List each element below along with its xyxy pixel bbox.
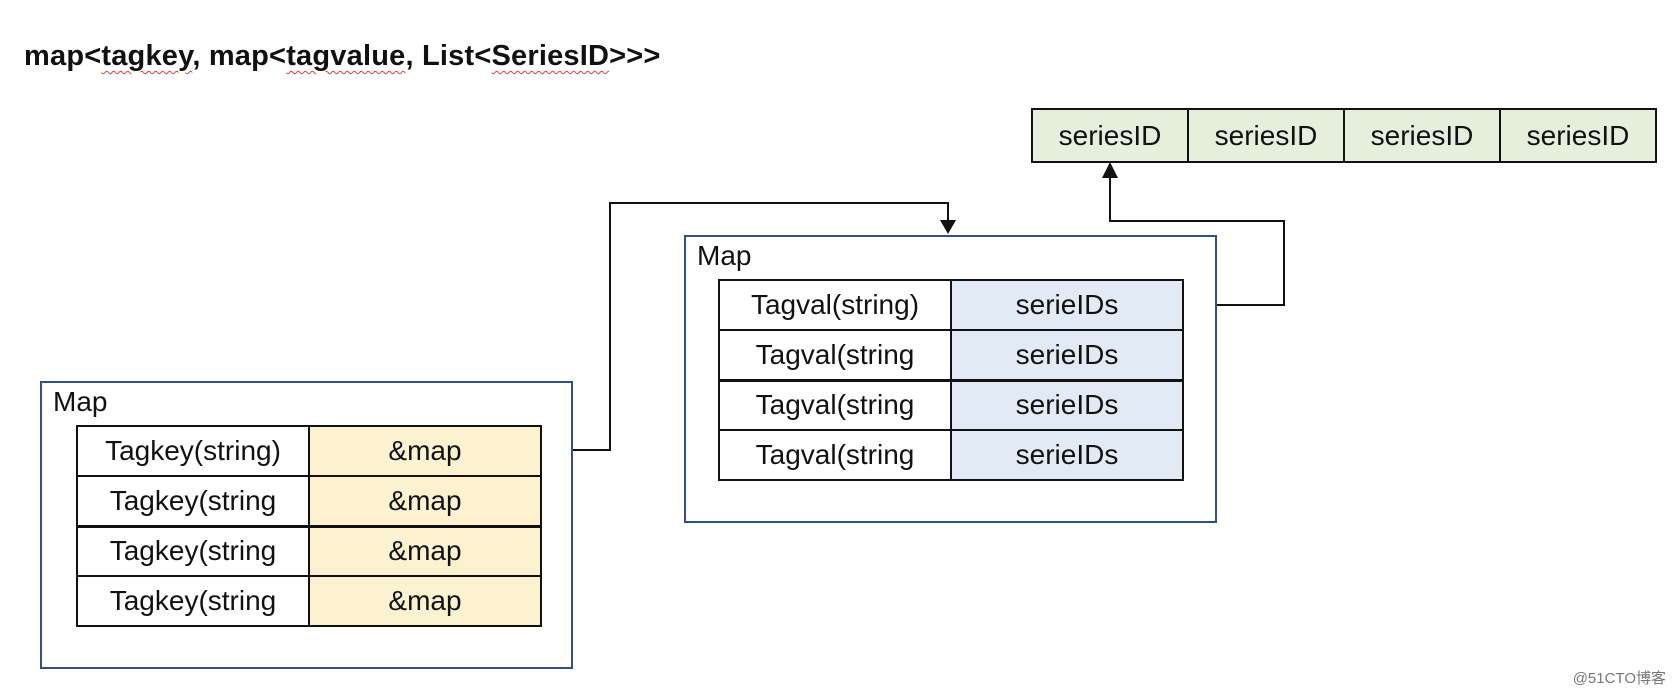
map-ref-cell: &map [308, 425, 542, 477]
tagkey-map-table: Tagkey(string) &map Tagkey(string &map T… [76, 425, 542, 627]
map-ref-cell: &map [308, 575, 542, 627]
series-id-cell: seriesID [1031, 108, 1189, 163]
tagkey-key-cell: Tagkey(string) [76, 425, 310, 477]
table-row: Tagkey(string) &map [76, 425, 542, 477]
tagkey-key-cell: Tagkey(string [76, 575, 310, 627]
diagram-title: map<tagkey, map<tagvalue, List<SeriesID>… [24, 40, 661, 72]
serieids-cell: serieIDs [950, 378, 1184, 431]
tagval-key-cell: Tagval(string [718, 378, 952, 431]
serieids-cell: serieIDs [950, 329, 1184, 381]
connector-serieids-to-list [1109, 175, 1285, 306]
tagval-key-cell: Tagval(string [718, 329, 952, 381]
table-row: Tagkey(string &map [76, 575, 542, 627]
serieids-cell: serieIDs [950, 279, 1184, 331]
tagkey-map-label: Map [53, 386, 108, 417]
tagvalue-map-label: Map [697, 240, 752, 271]
tagkey-key-cell: Tagkey(string [76, 524, 310, 577]
tagval-key-cell: Tagval(string [718, 429, 952, 481]
tagkey-key-cell: Tagkey(string [76, 475, 310, 527]
series-id-cell: seriesID [1343, 108, 1501, 163]
map-ref-cell: &map [308, 524, 542, 577]
map-ref-cell: &map [308, 475, 542, 527]
watermark: @51CTO博客 [1572, 670, 1666, 687]
table-row: Tagval(string serieIDs [718, 429, 1184, 481]
series-id-cell: seriesID [1499, 108, 1657, 163]
table-row: Tagval(string serieIDs [718, 329, 1184, 381]
table-row: Tagval(string serieIDs [718, 378, 1184, 431]
serieids-cell: serieIDs [950, 429, 1184, 481]
series-id-list: seriesID seriesID seriesID seriesID [1031, 108, 1657, 163]
table-row: Tagkey(string &map [76, 475, 542, 527]
arrowhead-down [940, 220, 956, 234]
arrowhead-up [1102, 162, 1118, 178]
tagval-key-cell: Tagval(string) [718, 279, 952, 331]
series-id-cell: seriesID [1187, 108, 1345, 163]
tagvalue-map-table: Tagval(string) serieIDs Tagval(string se… [718, 279, 1184, 481]
connector-map-to-tagvalue-map [538, 202, 949, 451]
table-row: Tagval(string) serieIDs [718, 279, 1184, 331]
table-row: Tagkey(string &map [76, 524, 542, 577]
